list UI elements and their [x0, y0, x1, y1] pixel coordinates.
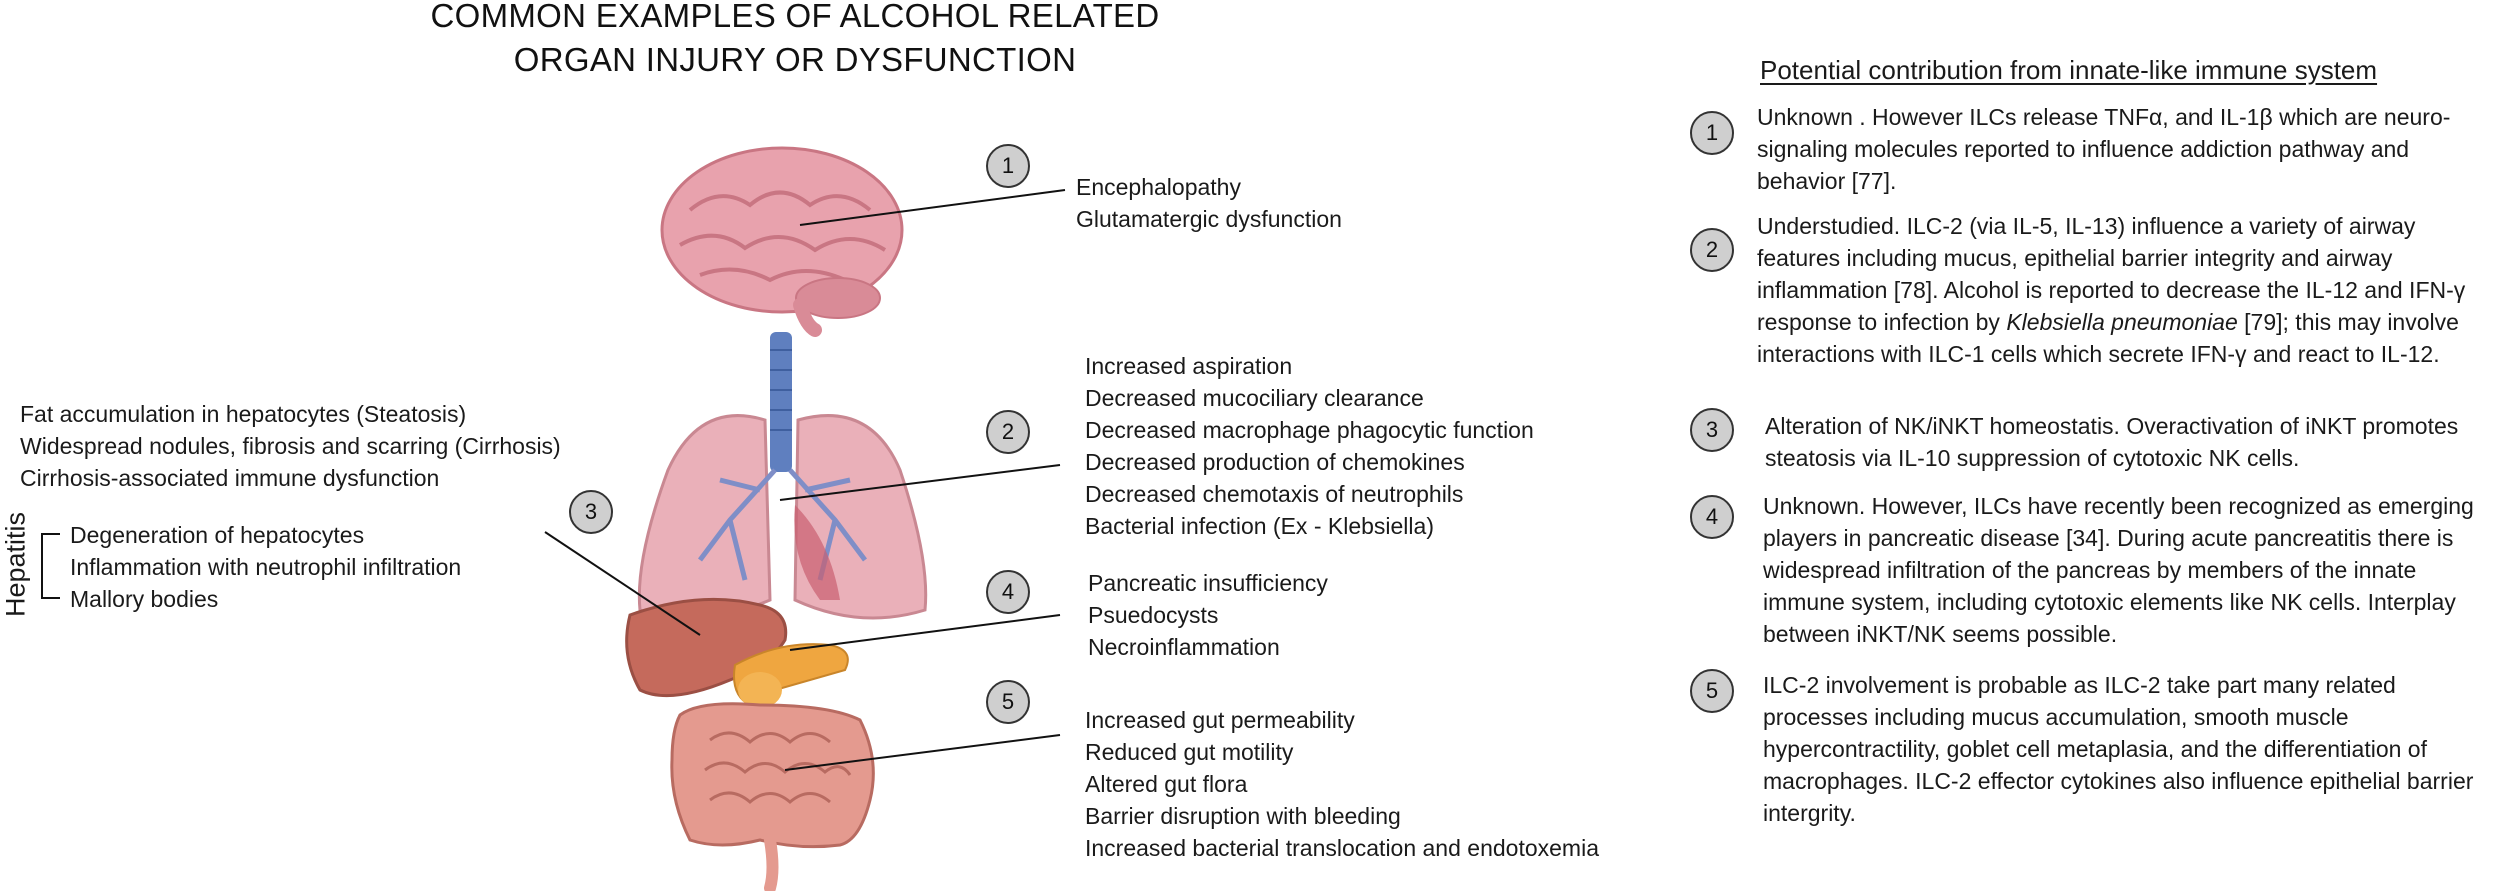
leader-line-gut	[784, 734, 1061, 771]
list-item: Mallory bodies	[70, 586, 219, 612]
leader-lines	[544, 189, 1066, 771]
marker-brain: 1	[986, 144, 1030, 188]
list-item: Barrier disruption with bleeding	[1085, 803, 1401, 829]
marker-right-1: 1	[1690, 111, 1734, 155]
marker-pancreas: 4	[986, 570, 1030, 614]
innate-immune-heading: Potential contribution from innate-like …	[1760, 55, 2378, 85]
marker-lungs: 2	[986, 410, 1030, 454]
marker-liver: 3	[569, 490, 613, 534]
list-item: Necroinflammation	[1088, 634, 1280, 660]
pancreas-effects-list: Pancreatic insufficiency Psuedocysts Nec…	[1088, 567, 1328, 663]
diagram-title: COMMON EXAMPLES OF ALCOHOL RELATED ORGAN…	[295, 0, 1295, 82]
lungs-illustration	[637, 414, 928, 620]
leader-line-pancreas	[789, 614, 1061, 651]
liver-effects-list: Fat accumulation in hepatocytes (Steatos…	[20, 398, 561, 494]
contribution-text-3: Alteration of NK/iNKT homeostatis. Overa…	[1765, 413, 2459, 471]
marker-right-2: 2	[1690, 228, 1734, 272]
brain-effects-list: Encephalopathy Glutamatergic dysfunction	[1076, 171, 1342, 235]
contribution-text-1: Unknown . However ILCs release TNFα, and…	[1757, 104, 2451, 194]
list-item: Pancreatic insufficiency	[1088, 570, 1328, 596]
marker-right-5: 5	[1690, 669, 1734, 713]
title-line-1: COMMON EXAMPLES OF ALCOHOL RELATED	[430, 0, 1160, 34]
hepatitis-effects-list: Degeneration of hepatocytes Inflammation…	[70, 519, 461, 615]
list-item: Encephalopathy	[1076, 174, 1241, 200]
list-item: Inflammation with neutrophil infiltratio…	[70, 554, 462, 580]
list-item: Decreased chemotaxis of neutrophils	[1085, 481, 1464, 507]
leader-line-lungs	[779, 464, 1061, 501]
contribution-text-2: Understudied. ILC-2 (via IL-5, IL-13) in…	[1757, 210, 2487, 370]
list-item: Psuedocysts	[1088, 602, 1219, 628]
leader-line-brain	[799, 189, 1066, 226]
list-item: Decreased production of chemokines	[1085, 449, 1465, 475]
list-item: Decreased mucociliary clearance	[1085, 385, 1424, 411]
intestine-illustration	[670, 702, 875, 891]
list-item: Reduced gut motility	[1085, 739, 1294, 765]
trachea-illustration	[770, 332, 792, 472]
lung-effects-list: Increased aspiration Decreased mucocilia…	[1085, 350, 1534, 542]
contribution-text-2-species: Klebsiella pneumoniae	[2006, 309, 2238, 335]
list-item: Degeneration of hepatocytes	[70, 522, 365, 548]
list-item: Altered gut flora	[1085, 771, 1248, 797]
list-item: Fat accumulation in hepatocytes (Steatos…	[20, 401, 467, 427]
marker-gut: 5	[986, 680, 1030, 724]
list-item: Cirrhosis-associated immune dysfunction	[20, 465, 440, 491]
contribution-text-2-b: [79]; this may involve interactions with…	[1757, 309, 2459, 367]
list-item: Glutamatergic dysfunction	[1076, 206, 1342, 232]
list-item: Widespread nodules, fibrosis and scarrin…	[20, 433, 561, 459]
leader-line-liver	[544, 531, 701, 636]
list-item: Bacterial infection (Ex - Klebsiella)	[1085, 513, 1434, 539]
contribution-text-2-a: Understudied. ILC-2 (via IL-5, IL-13) in…	[1757, 213, 2466, 335]
pancreas-illustration	[733, 643, 849, 708]
gut-effects-list: Increased gut permeability Reduced gut m…	[1085, 704, 1599, 864]
title-line-2: ORGAN INJURY OR DYSFUNCTION	[513, 41, 1077, 78]
contribution-text-4: Unknown. However, ILCs have recently bee…	[1763, 493, 2474, 647]
list-item: Decreased macrophage phagocytic function	[1085, 417, 1534, 443]
marker-right-3: 3	[1690, 408, 1734, 452]
brain-illustration	[660, 146, 904, 337]
list-item: Increased aspiration	[1085, 353, 1293, 379]
list-item: Increased bacterial translocation and en…	[1085, 835, 1599, 861]
marker-right-4: 4	[1690, 495, 1734, 539]
contribution-text-5: ILC-2 involvement is probable as ILC-2 t…	[1763, 672, 2474, 826]
list-item: Increased gut permeability	[1085, 707, 1355, 733]
